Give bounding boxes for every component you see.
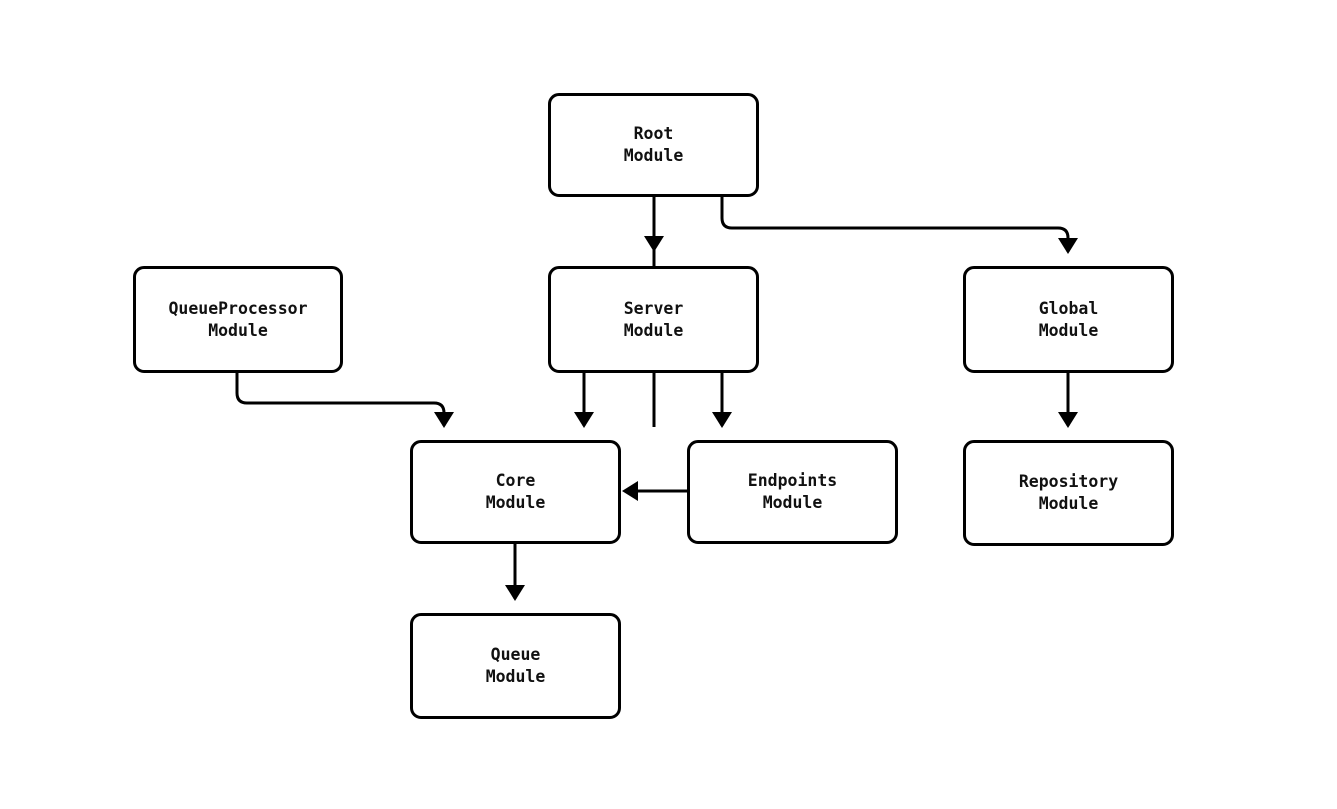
edge-core-to-queue [505, 544, 525, 601]
edge-global-to-repository [1058, 373, 1078, 428]
node-server-label: Server Module [623, 298, 684, 340]
node-root[interactable]: Root Module [548, 93, 759, 197]
node-queueprocessor[interactable]: QueueProcessor Module [133, 266, 343, 373]
node-core-label: Core Module [485, 471, 546, 512]
edge-queueprocessor-to-core [235, 373, 454, 428]
node-endpoints[interactable]: Endpoints Module [687, 440, 898, 544]
edge-server-to-endpoints [712, 373, 732, 428]
node-server[interactable]: Server Module [548, 266, 759, 373]
edge-endpoints-to-core [622, 481, 687, 501]
node-core[interactable]: Core Module [410, 440, 621, 544]
node-global-label: Global Module [1038, 298, 1099, 340]
node-global[interactable]: Global Module [963, 266, 1174, 373]
edge-server-to-core [574, 373, 594, 428]
node-root-label: Root Module [623, 124, 684, 165]
node-queue-label: Queue Module [485, 645, 546, 686]
node-queue[interactable]: Queue Module [410, 613, 621, 719]
node-queueprocessor-label: QueueProcessor Module [168, 298, 308, 340]
node-repository[interactable]: Repository Module [963, 440, 1174, 546]
edge-root-to-global [720, 197, 1078, 254]
node-repository-label: Repository Module [1018, 472, 1119, 513]
node-endpoints-label: Endpoints Module [747, 471, 838, 512]
